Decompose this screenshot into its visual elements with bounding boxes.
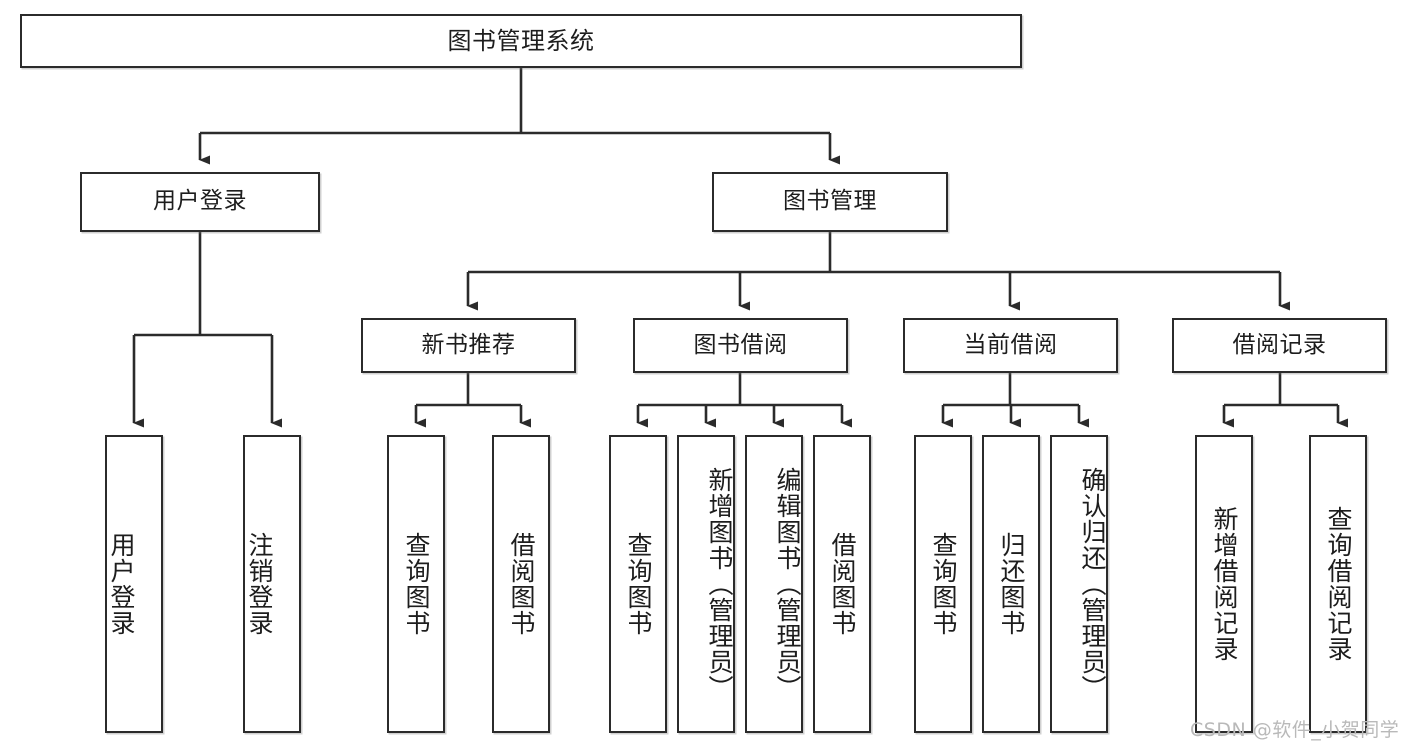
leaf-current-borrow-confirm-return-admin[interactable]: 确认归还（管理员） xyxy=(1050,435,1108,733)
leaf-book-borrow-add-book-admin[interactable]: 新增图书（管理员） xyxy=(677,435,735,733)
leaf-user-login-logout[interactable]: 注销登录 xyxy=(243,435,301,733)
leaf-borrow-record-add-record[interactable]: 新增借阅记录 xyxy=(1195,435,1253,733)
leaf-new-book-borrow-book[interactable]: 借阅图书 xyxy=(492,435,550,733)
node-root-book-management-system[interactable]: 图书管理系统 xyxy=(20,14,1022,68)
node-user-login[interactable]: 用户登录 xyxy=(80,172,320,232)
leaf-label: 查询图书 xyxy=(402,532,431,636)
leaf-label: 归还图书 xyxy=(997,532,1026,636)
leaf-book-borrow-edit-book-admin[interactable]: 编辑图书（管理员） xyxy=(745,435,803,733)
leaf-label: 新增图书（管理员） xyxy=(705,467,734,701)
leaf-label: 确认归还（管理员） xyxy=(1078,467,1107,701)
leaf-label: 用户登录 xyxy=(107,532,136,636)
node-book-management[interactable]: 图书管理 xyxy=(712,172,948,232)
csdn-watermark: CSDN @软件_小贺同学 xyxy=(1190,719,1400,741)
leaf-user-login-login[interactable]: 用户登录 xyxy=(105,435,163,733)
leaf-borrow-record-query-record[interactable]: 查询借阅记录 xyxy=(1309,435,1367,733)
leaf-book-borrow-borrow-book[interactable]: 借阅图书 xyxy=(813,435,871,733)
node-new-book-recommend[interactable]: 新书推荐 xyxy=(361,318,576,373)
node-current-borrow[interactable]: 当前借阅 xyxy=(903,318,1118,373)
leaf-label: 编辑图书（管理员） xyxy=(773,467,802,701)
node-borrow-record[interactable]: 借阅记录 xyxy=(1172,318,1387,373)
leaf-label: 新增借阅记录 xyxy=(1210,506,1239,662)
leaf-label: 借阅图书 xyxy=(507,532,536,636)
leaf-label: 查询借阅记录 xyxy=(1324,506,1353,662)
leaf-current-borrow-query-book[interactable]: 查询图书 xyxy=(914,435,972,733)
leaf-new-book-query-book[interactable]: 查询图书 xyxy=(387,435,445,733)
node-book-borrow[interactable]: 图书借阅 xyxy=(633,318,848,373)
leaf-label: 注销登录 xyxy=(245,532,274,636)
leaf-label: 借阅图书 xyxy=(828,532,857,636)
leaf-label: 查询图书 xyxy=(929,532,958,636)
leaf-book-borrow-query-book[interactable]: 查询图书 xyxy=(609,435,667,733)
leaf-label: 查询图书 xyxy=(624,532,653,636)
leaf-current-borrow-return-book[interactable]: 归还图书 xyxy=(982,435,1040,733)
